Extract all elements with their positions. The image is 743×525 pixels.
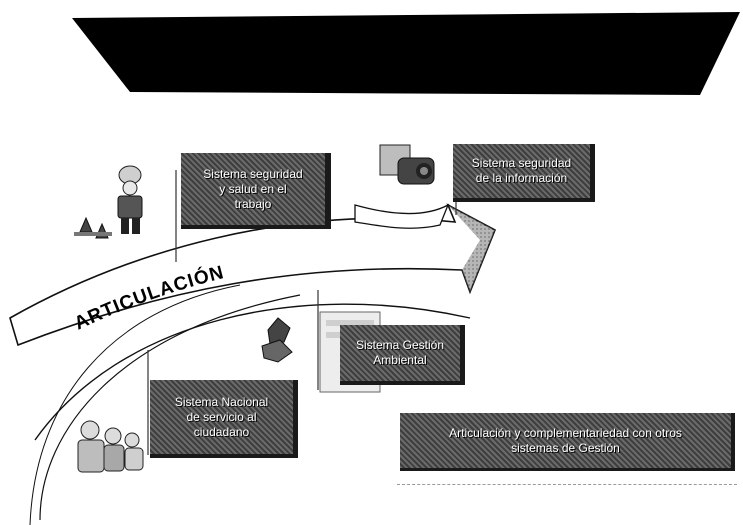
box-sistema-nacional-servicio-ciudadano: Sistema Nacional de servicio al ciudadan… [150,380,298,458]
camera-computer-icon [379,144,435,185]
box-line: Sistema seguridad [471,156,572,170]
box-line: Articulación y complementariedad con otr… [449,425,682,440]
upper-connector-band [354,203,450,229]
customer-service-people-icon [77,420,144,473]
box-line: Sistema Nacional [174,394,269,409]
box-line: ciudadano [193,424,250,439]
lower-curve-band [34,303,471,441]
box-line: de servicio al [186,409,257,424]
box-line: sistemas de Gestión [511,440,620,455]
box-sistema-seguridad-informacion: Sistema seguridad de la información [453,144,595,202]
box-articulacion-complementariedad: Articulación y complementariedad con otr… [400,413,735,471]
outer-curve-line-2 [29,284,241,525]
box-line: Ambiental [373,353,427,367]
safety-cones-icon [74,216,112,239]
box-line: de la información [475,171,568,185]
arrow-hatch-strip [448,205,495,292]
box-sistema-seguridad-salud-trabajo: Sistema seguridad y salud en el trabajo [181,153,331,229]
construction-worker-icon [117,165,143,234]
divider [397,484,737,485]
box-line: Sistema Gestión [355,338,445,352]
outer-curve-line [39,294,301,521]
box-line: y salud en el [219,181,287,196]
box-line: Sistema seguridad [203,166,303,181]
box-line: trabajo [234,196,272,211]
title-banner [72,12,740,95]
box-sistema-gestion-ambiental: Sistema Gestión Ambiental [340,325,465,385]
recycle-plant-icon [261,317,293,363]
